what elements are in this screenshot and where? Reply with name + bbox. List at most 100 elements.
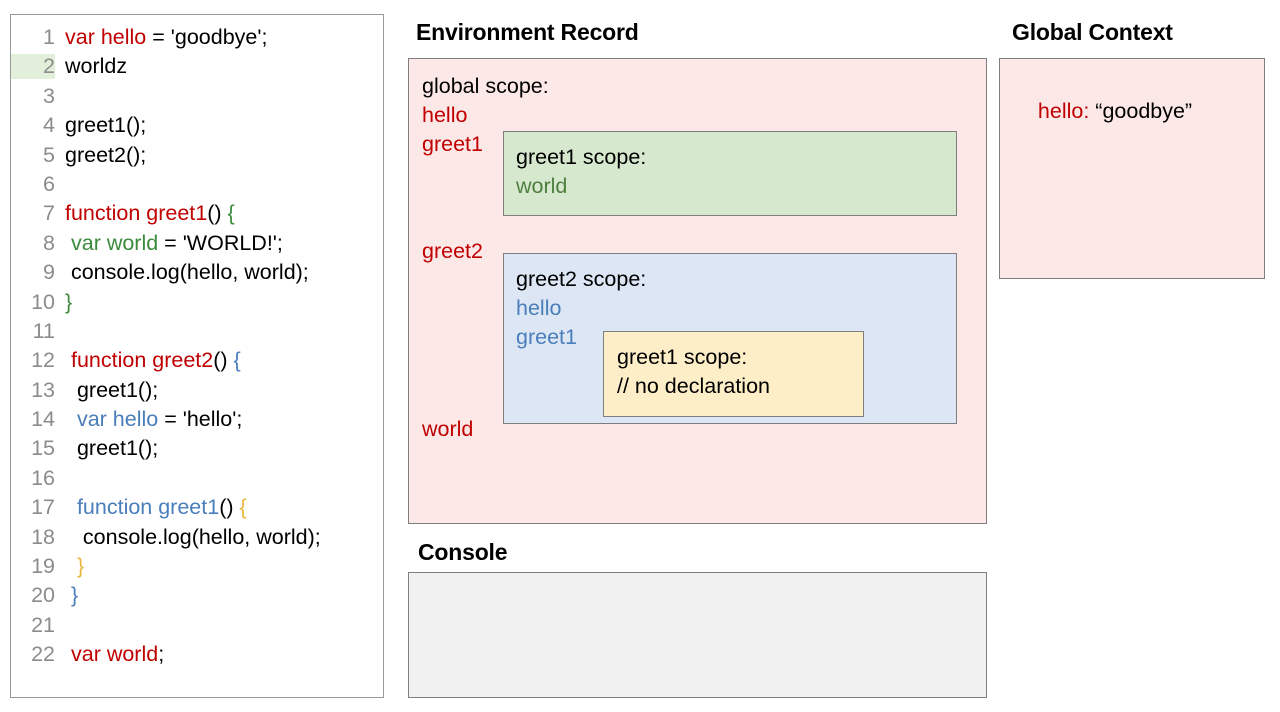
- code-token: {: [233, 348, 241, 373]
- code-token: (): [213, 348, 234, 373]
- code-token: (): [219, 495, 240, 520]
- code-token: = 'hello';: [158, 407, 243, 432]
- global-binding-greet2: greet2: [422, 239, 483, 263]
- code-token: function greet1: [65, 201, 208, 226]
- nested-greet1-no-declaration-note: // no declaration: [617, 374, 770, 398]
- global-binding-hello: hello: [422, 103, 468, 127]
- code-line-text: function greet2() {: [55, 348, 241, 373]
- code-line[interactable]: 20 }: [11, 583, 383, 612]
- line-number: 6: [43, 171, 55, 196]
- code-line-text: var world = 'WORLD!';: [55, 231, 283, 256]
- greet2-scope-box: greet2 scope: hello greet1 greet1 scope:…: [503, 253, 957, 424]
- environment-record-global-scope-box: global scope: hello greet1 greet2 world …: [408, 58, 987, 524]
- line-number: 21: [31, 612, 55, 637]
- code-line-text: console.log(hello, world);: [55, 525, 321, 550]
- code-line[interactable]: 15 greet1();: [11, 436, 383, 465]
- code-token: function greet1: [76, 495, 220, 520]
- code-line[interactable]: 17 function greet1() {: [11, 495, 383, 524]
- greet2-binding-hello: hello: [516, 296, 562, 320]
- code-token: }: [65, 289, 73, 314]
- code-token: = 'WORLD!';: [158, 230, 283, 255]
- line-number: 9: [43, 260, 55, 285]
- line-number: 8: [43, 230, 55, 255]
- line-number: 10: [31, 289, 55, 314]
- code-token: console.log(hello, world);: [65, 260, 309, 285]
- code-line[interactable]: 9 console.log(hello, world);: [11, 260, 383, 289]
- code-line[interactable]: 16: [11, 466, 383, 495]
- code-line-text: function greet1() {: [55, 495, 247, 520]
- code-line[interactable]: 12 function greet2() {: [11, 348, 383, 377]
- line-number: 15: [31, 436, 55, 461]
- nested-greet1-scope-label: greet1 scope:: [617, 345, 748, 369]
- code-line-text: worldz: [55, 54, 127, 79]
- code-token: {: [227, 201, 235, 226]
- code-token: greet1();: [65, 436, 159, 461]
- code-token: worldz: [65, 54, 128, 79]
- code-line-text: greet1();: [55, 436, 158, 461]
- code-line-text: greet1();: [55, 113, 146, 138]
- code-line[interactable]: 3: [11, 84, 383, 113]
- greet2-binding-greet1: greet1: [516, 325, 577, 349]
- code-line-text: var world;: [55, 642, 164, 667]
- global-binding-world: world: [422, 417, 474, 441]
- code-token: greet1();: [65, 377, 159, 402]
- global-binding-greet1: greet1: [422, 132, 483, 156]
- code-line[interactable]: 11: [11, 319, 383, 348]
- line-number: 5: [43, 142, 55, 167]
- code-line[interactable]: 8 var world = 'WORLD!';: [11, 231, 383, 260]
- code-token: greet2();: [65, 142, 147, 167]
- line-number: 4: [43, 113, 55, 138]
- code-line-text: }: [55, 554, 84, 579]
- code-line[interactable]: 4 greet1();: [11, 113, 383, 142]
- console-output-box[interactable]: [408, 572, 987, 698]
- code-line[interactable]: 22 var world;: [11, 642, 383, 671]
- line-number: 1: [43, 25, 55, 49]
- code-token: }: [76, 554, 85, 579]
- code-line[interactable]: 5 greet2();: [11, 143, 383, 172]
- code-line[interactable]: 10}: [11, 290, 383, 319]
- code-line[interactable]: 18 console.log(hello, world);: [11, 525, 383, 554]
- code-line-text: greet2();: [55, 143, 146, 168]
- code-token: console.log(hello, world);: [65, 524, 321, 549]
- code-line-text: }: [55, 583, 78, 608]
- code-line[interactable]: 6: [11, 172, 383, 201]
- nested-greet1-scope-box: greet1 scope: // no declaration: [603, 331, 864, 417]
- code-line[interactable]: 13 greet1();: [11, 378, 383, 407]
- code-line-text: greet1();: [55, 378, 158, 403]
- line-number: 16: [31, 465, 55, 490]
- global-context-box: hello: “goodbye”: [999, 58, 1265, 279]
- greet1-scope-box: greet1 scope: world: [503, 131, 957, 216]
- code-line-text: function greet1() {: [55, 201, 235, 226]
- code-line-text: var hello = 'goodbye';: [55, 25, 267, 50]
- line-number: 22: [31, 642, 55, 667]
- code-token: ;: [158, 642, 165, 667]
- greet1-binding-world: world: [516, 174, 568, 198]
- code-line[interactable]: 21: [11, 613, 383, 642]
- code-token: function greet2: [70, 348, 214, 373]
- code-token: [65, 495, 77, 519]
- code-token: greet1();: [65, 113, 147, 138]
- greet2-scope-label: greet2 scope:: [516, 267, 647, 291]
- code-token: var hello: [76, 407, 159, 432]
- greet1-scope-label: greet1 scope:: [516, 145, 647, 169]
- code-line[interactable]: 19 }: [11, 554, 383, 583]
- code-line-text: console.log(hello, world);: [55, 260, 309, 285]
- code-token: [65, 407, 77, 431]
- line-number: 18: [31, 524, 55, 549]
- code-token: {: [239, 495, 247, 520]
- line-number: 12: [31, 348, 55, 373]
- line-number: 11: [32, 318, 55, 343]
- code-token: var world: [70, 642, 159, 667]
- code-token: var world: [70, 230, 159, 255]
- global-context-heading: Global Context: [1012, 19, 1173, 45]
- code-line[interactable]: 14 var hello = 'hello';: [11, 407, 383, 436]
- global-context-entry: hello: “goodbye”: [1014, 74, 1192, 149]
- line-number: 19: [31, 554, 55, 579]
- code-line-text: var hello = 'hello';: [55, 407, 242, 432]
- line-number: 20: [31, 583, 55, 608]
